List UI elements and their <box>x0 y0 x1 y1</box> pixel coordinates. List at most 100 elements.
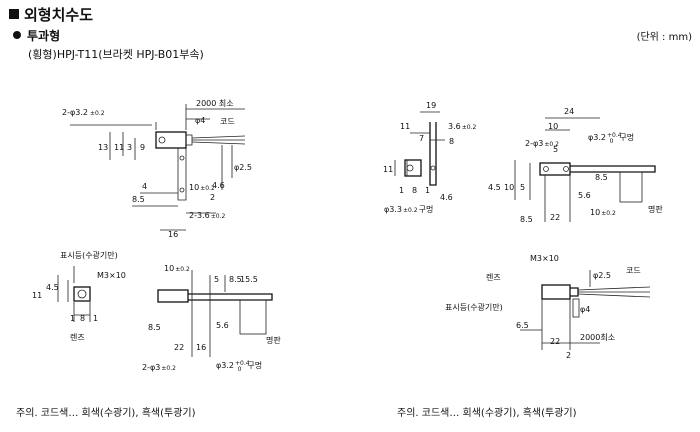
note-left: 주의. 코드색… 회색(수광기), 흑색(투광기) <box>16 408 196 419</box>
top-body <box>157 289 189 303</box>
dim-8-5-b: 8.5 <box>229 275 242 284</box>
dim-7: 7 <box>419 134 424 143</box>
hole-right-2 <box>563 166 569 172</box>
dim-phi4-b: φ4 <box>580 305 590 314</box>
dim-5-b: 5 <box>214 275 219 284</box>
dim-1-d: 1 <box>425 186 430 195</box>
bracket-hole-1 <box>406 164 414 172</box>
lens-label: 렌즈 <box>70 332 85 342</box>
dim-lines-bottom-right <box>520 270 600 350</box>
dim-1-c: 1 <box>399 186 404 195</box>
dim-2: 2 <box>210 193 215 202</box>
dim-lines-left <box>109 132 136 160</box>
drawing-6-side-view-right: M3×10 렌즈 φ2.5 코드 표시등(수광기만) φ4 6.5 22 200… <box>445 254 651 360</box>
top-view-lines <box>191 270 226 357</box>
dim-19: 19 <box>426 101 436 110</box>
dim-10: 10±0.2 <box>189 183 215 192</box>
cord-label: 코드 <box>220 117 235 126</box>
dim-11-d: 11 <box>383 165 393 174</box>
dim-3-6: 3.6±0.2 <box>448 122 476 131</box>
dim-9: 9 <box>140 143 145 152</box>
dim-8-5: 8.5 <box>132 195 145 204</box>
dim-lines-bottom <box>132 192 216 231</box>
dim-5-d: 5 <box>520 183 525 192</box>
cord-label-b: 코드 <box>626 266 641 275</box>
dim-lines-right-view <box>514 117 600 222</box>
dim-13: 13 <box>98 143 108 152</box>
dim-5-c: 5 <box>553 145 558 154</box>
dim-5-6-b: 5.6 <box>578 191 591 200</box>
dim-4: 4 <box>142 182 147 191</box>
hole-dim-c: 2-φ3±0.2 <box>525 139 559 148</box>
dim-22: 22 <box>174 343 184 352</box>
sensor-body <box>155 131 187 149</box>
bracket-hole-lower <box>179 187 185 193</box>
bracket-tab <box>572 298 580 318</box>
dim-8-5-d: 8.5 <box>595 173 608 182</box>
dim-4-6-b: 4.6 <box>440 193 453 202</box>
hole-right-1 <box>543 166 549 172</box>
drawing-4-bracket-side: 19 11 7 3.6±0.2 8 11 1 8 1 4.6 φ3.3±0.2구… <box>383 101 476 214</box>
drawing-2-front-view: 표시등(수광기만) M3×10 4.5 11 1 8 1 렌즈 <box>32 250 126 342</box>
dim-2-3-6: 2-3.6±0.2 <box>189 211 225 220</box>
dim-8-5-e: 8.5 <box>520 215 533 224</box>
drawing-3-top-view: 10±0.2 5 8.5 15.5 8.5 5.6 22 16 2-φ3±0.2… <box>142 264 281 373</box>
dim-11-b: 11 <box>32 291 42 300</box>
section-title: 투과형 <box>13 27 60 44</box>
dim-11-c: 11 <box>400 122 410 131</box>
dim-10-b: 10±0.2 <box>164 264 190 273</box>
dim-1: 1 <box>70 314 75 323</box>
dim-8-5-c: 8.5 <box>148 323 161 332</box>
cord-length: 2000 최소 <box>196 98 234 108</box>
dim-phi2-5: φ2.5 <box>234 163 252 172</box>
dim-2-b: 2 <box>566 351 571 360</box>
indicator-label: 표시등(수광기만) <box>60 250 118 260</box>
dim-11: 11 <box>114 143 124 152</box>
hole-dim: 2-φ3.2±0.2 <box>62 108 105 117</box>
cord-boot-right <box>570 287 579 297</box>
cord-wires <box>191 135 246 145</box>
bracket-upright <box>429 122 437 186</box>
square-bullet-icon <box>9 9 19 19</box>
bracket-hole-2 <box>430 165 436 171</box>
nameplate-label: 명판 <box>266 335 281 345</box>
unit-label: (단위 : mm) <box>636 32 692 43</box>
dim-5-6: 5.6 <box>216 321 229 330</box>
dim-15-5: 15.5 <box>240 275 258 284</box>
screw-label-b: M3×10 <box>530 254 559 263</box>
hole-dim-b: 2-φ3±0.2 <box>142 363 176 372</box>
dim-lines-right <box>221 145 233 190</box>
page-title: 외형치수도 <box>9 4 93 25</box>
mount-hole <box>158 136 166 144</box>
indicator-label-b: 표시등(수광기만) <box>445 302 503 312</box>
cord-length-b: 2000최소 <box>580 332 615 342</box>
model-subtitle: (횡형)HPJ-T11(브라켓 HPJ-B01부속) <box>28 48 204 61</box>
lens-label-b: 렌즈 <box>486 272 501 282</box>
cord-wires-right <box>577 286 651 298</box>
drawing-1-side-view: 2-φ3.2±0.2 2000 최소 φ4 코드 13 11 3 9 4.6 φ… <box>62 98 252 239</box>
slot-dim-b: φ3.3±0.2구멍 <box>384 204 433 214</box>
dim-8-c: 8 <box>449 137 454 146</box>
dim-8: 8 <box>80 314 85 323</box>
dim-4-5-b: 4.5 <box>488 183 501 192</box>
bracket-plate-right <box>570 165 656 173</box>
dim-4-5: 4.5 <box>46 283 59 292</box>
bracket-plate <box>188 293 273 301</box>
note-right: 주의. 코드색… 회색(수광기), 흑색(투광기) <box>397 408 577 419</box>
bracket-leg <box>177 148 187 201</box>
cord-diameter: φ4 <box>195 116 205 125</box>
sensor-body-right <box>539 162 571 176</box>
dim-24: 24 <box>564 107 574 116</box>
dim-phi2-5-b: φ2.5 <box>593 271 611 280</box>
dim-10-d: 10 <box>504 183 514 192</box>
dim-1-b: 1 <box>93 314 98 323</box>
bracket-dim-lines <box>394 111 445 176</box>
sensor-body-bottom-right <box>541 284 571 300</box>
dim-16: 16 <box>168 230 178 239</box>
nameplate-label-right: 명판 <box>648 204 663 214</box>
dim-10-c: 10 <box>548 122 558 131</box>
cord-boot <box>185 134 193 146</box>
dim-16-b: 16 <box>196 343 206 352</box>
